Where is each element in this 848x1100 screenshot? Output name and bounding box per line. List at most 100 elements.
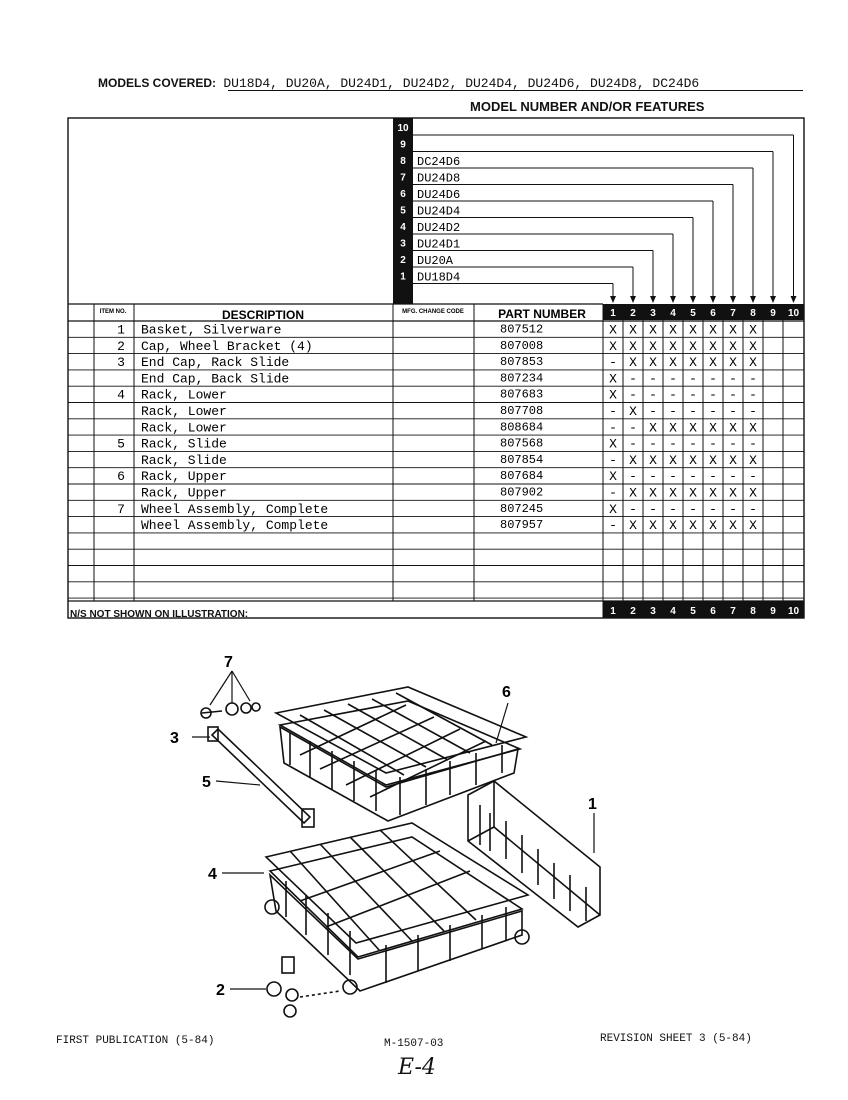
model-applicability-mark: X xyxy=(609,469,617,484)
model-applicability-mark: X xyxy=(749,518,757,533)
column-number-6: 6 xyxy=(710,308,716,319)
part-description: Rack, Lower xyxy=(141,388,227,403)
model-applicability-mark: - xyxy=(749,502,757,517)
features-heading: MODEL NUMBER AND/OR FEATURES xyxy=(470,99,705,114)
model-applicability-mark: X xyxy=(729,323,737,338)
model-applicability-mark: X xyxy=(609,339,617,354)
model-applicability-mark: - xyxy=(749,469,757,484)
model-applicability-mark: X xyxy=(629,339,637,354)
model-index-number: 7 xyxy=(400,173,406,184)
model-applicability-mark: X xyxy=(689,453,697,468)
model-applicability-mark: X xyxy=(649,339,657,354)
model-applicability-mark: - xyxy=(709,469,717,484)
model-applicability-mark: - xyxy=(609,404,617,419)
model-index-name: DU24D6 xyxy=(417,188,460,202)
model-leader-arrow xyxy=(770,296,776,303)
part-description: Rack, Upper xyxy=(141,469,227,484)
model-applicability-mark: - xyxy=(709,502,717,517)
model-applicability-mark: X xyxy=(749,453,757,468)
model-applicability-mark: X xyxy=(669,453,677,468)
callout-6: 6 xyxy=(502,684,511,701)
model-index-name: DC24D6 xyxy=(417,155,460,169)
part-number: 807234 xyxy=(500,371,543,385)
model-applicability-mark: X xyxy=(669,420,677,435)
part-description: Cap, Wheel Bracket (4) xyxy=(141,339,313,354)
model-applicability-mark: - xyxy=(649,469,657,484)
model-index-number: 10 xyxy=(397,123,409,134)
item-number: 1 xyxy=(117,323,125,338)
rack-assembly-illustration: 7 6 3 5 1 4 2 xyxy=(170,654,601,1018)
model-index-name: DU24D8 xyxy=(417,172,460,186)
column-number-footer-3: 3 xyxy=(650,606,656,617)
model-applicability-mark: X xyxy=(649,355,657,370)
upper-rack-drawing xyxy=(273,686,529,822)
part-number: 807957 xyxy=(500,518,543,532)
model-applicability-mark: X xyxy=(709,323,717,338)
models-label: MODELS COVERED: xyxy=(98,76,217,90)
model-applicability-mark: - xyxy=(689,388,697,403)
model-index-name: DU18D4 xyxy=(417,271,460,285)
models-covered: MODELS COVERED: DU18D4, DU20A, DU24D1, D… xyxy=(98,76,699,91)
model-applicability-mark: - xyxy=(749,437,757,452)
model-applicability-mark: X xyxy=(749,323,757,338)
model-applicability-mark: X xyxy=(709,420,717,435)
column-number-5: 5 xyxy=(690,308,696,319)
model-index-number: 5 xyxy=(400,206,406,217)
model-applicability-mark: - xyxy=(629,420,637,435)
model-applicability-mark: - xyxy=(669,371,677,386)
model-applicability-mark: - xyxy=(749,388,757,403)
silverware-basket-drawing xyxy=(467,780,601,928)
column-number-footer-4: 4 xyxy=(670,606,676,617)
model-applicability-mark: X xyxy=(629,518,637,533)
part-number: 807245 xyxy=(500,502,543,516)
model-applicability-mark: - xyxy=(709,437,717,452)
model-applicability-mark: X xyxy=(709,355,717,370)
model-applicability-mark: X xyxy=(689,323,697,338)
part-number: 807684 xyxy=(500,469,543,483)
model-applicability-mark: - xyxy=(629,437,637,452)
model-applicability-mark: X xyxy=(729,453,737,468)
part-description: Wheel Assembly, Complete xyxy=(141,518,328,533)
model-leader-arrow xyxy=(790,296,797,303)
model-index-number: 2 xyxy=(400,255,406,266)
description-header: DESCRIPTION xyxy=(222,308,304,322)
part-number: 807902 xyxy=(500,486,543,500)
model-index-name: DU24D1 xyxy=(417,238,460,252)
model-applicability-mark: X xyxy=(689,518,697,533)
part-description: Rack, Lower xyxy=(141,404,227,419)
model-applicability-mark: X xyxy=(649,453,657,468)
wheel-bracket-cap-drawing xyxy=(266,956,341,1018)
part-number: 807708 xyxy=(500,404,543,418)
column-number-footer-6: 6 xyxy=(710,606,716,617)
model-applicability-mark: X xyxy=(649,420,657,435)
model-applicability-mark: X xyxy=(649,323,657,338)
model-applicability-mark: X xyxy=(629,323,637,338)
model-applicability-mark: X xyxy=(609,437,617,452)
revision-sheet: REVISION SHEET 3 (5-84) xyxy=(600,1033,752,1045)
model-applicability-mark: X xyxy=(629,486,637,501)
model-applicability-mark: - xyxy=(709,388,717,403)
column-number-10: 10 xyxy=(788,308,800,319)
not-shown-label: N/S NOT SHOWN ON ILLUSTRATION: xyxy=(70,609,249,620)
item-number: 6 xyxy=(117,469,125,484)
model-applicability-mark: - xyxy=(609,355,617,370)
model-applicability-mark: - xyxy=(729,371,737,386)
model-applicability-mark: - xyxy=(609,486,617,501)
part-description: Rack, Slide xyxy=(141,453,227,468)
model-applicability-mark: - xyxy=(609,518,617,533)
model-applicability-mark: X xyxy=(689,339,697,354)
model-applicability-mark: - xyxy=(689,404,697,419)
part-description: Rack, Slide xyxy=(141,437,227,452)
model-applicability-mark: X xyxy=(609,388,617,403)
model-applicability-mark: - xyxy=(669,502,677,517)
model-index-name: DU20A xyxy=(417,254,454,268)
model-applicability-mark: - xyxy=(729,469,737,484)
item-number: 5 xyxy=(117,437,125,452)
model-index-number: 4 xyxy=(400,222,406,233)
column-number-footer-9: 9 xyxy=(770,606,776,617)
column-number-footer-1: 1 xyxy=(610,606,616,617)
model-applicability-mark: - xyxy=(689,502,697,517)
model-applicability-mark: X xyxy=(709,486,717,501)
column-number-8: 8 xyxy=(750,308,756,319)
